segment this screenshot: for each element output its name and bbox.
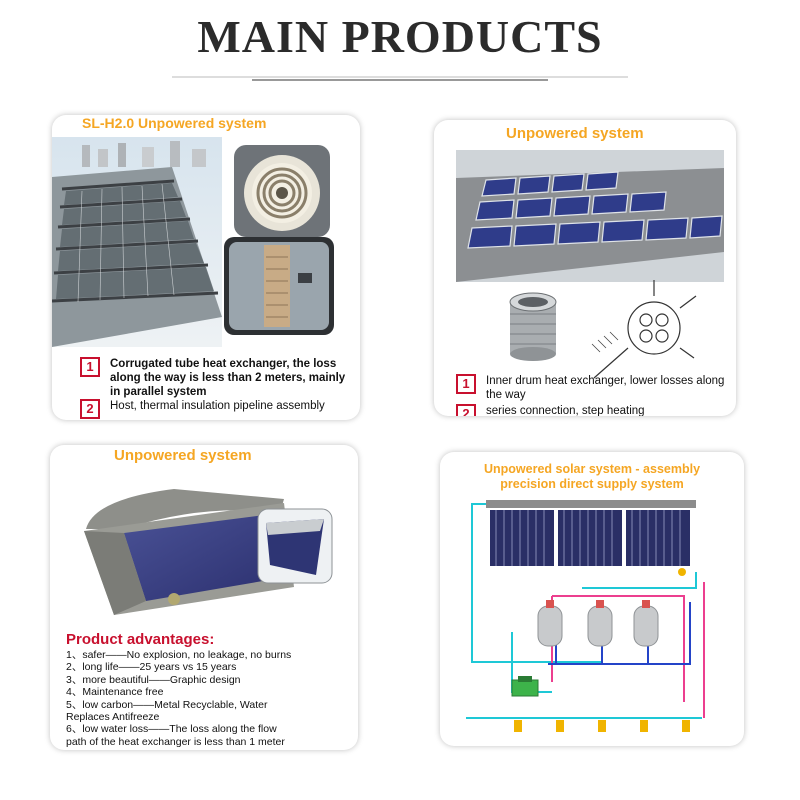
advantage-item: 3、more beautiful——Graphic design	[66, 673, 241, 686]
feature-text: Host, thermal insulation pipeline assemb…	[110, 400, 325, 412]
feature-number: 2	[456, 404, 476, 416]
product-card-unpowered-1[interactable]: Unpowered system	[434, 120, 736, 416]
heat-exchanger-coil-photo	[234, 145, 330, 237]
card-title: SL-H2.0 Unpowered system	[82, 115, 267, 131]
card-title-line-2: precision direct supply system	[500, 477, 684, 491]
advantage-item: 1、safer——No explosion, no leakage, no bu…	[66, 649, 292, 661]
advantage-item: Replaces Antifreeze	[66, 711, 160, 724]
advantages-list: 1、safer——No explosion, no leakage, no bu…	[66, 649, 356, 748]
feature-number: 1	[80, 357, 100, 377]
card-title: Unpowered system	[114, 447, 252, 464]
advantage-item: 5、low carbon——Metal Recyclable, Water	[66, 698, 268, 711]
advantages-heading: Product advantages:	[66, 631, 215, 648]
feature-item-2: 2 series connection, step heating	[456, 404, 726, 416]
feature-item-1: 1 Inner drum heat exchanger, lower losse…	[456, 374, 726, 402]
page-title: MAIN PRODUCTS	[197, 11, 603, 62]
advantage-item: path of the heat exchanger is less than …	[66, 735, 285, 748]
card-title-line-1: Unpowered solar system - assembly	[483, 462, 701, 476]
system-piping-diagram	[466, 500, 705, 732]
product-card-unpowered-2[interactable]: Unpowered system Product advantages: 1、s…	[50, 445, 358, 750]
rooftop-collectors-photo	[52, 137, 222, 347]
storage-tank-photo	[224, 237, 334, 335]
feature-number: 2	[80, 399, 100, 419]
feature-text: series connection, step heating	[486, 405, 645, 416]
flat-plate-collector-photo	[84, 489, 333, 615]
title-divider	[172, 76, 628, 81]
product-card-direct-supply[interactable]: Unpowered solar system - assembly precis…	[440, 452, 744, 746]
advantage-item: 2、long life——25 years vs 15 years	[66, 661, 237, 674]
feature-text: Inner drum heat exchanger, lower losses …	[486, 375, 725, 401]
advantage-item: 6、low water loss——The loss along the flo…	[66, 723, 277, 736]
card-title: Unpowered system	[506, 125, 644, 142]
heat-exchanger-diagram	[591, 280, 697, 379]
product-card-sl-h2[interactable]: SL-H2.0 Unpowered system	[52, 115, 360, 420]
feature-item-2: 2 Host, thermal insulation pipeline asse…	[80, 399, 350, 419]
corrugated-drum-photo	[509, 292, 557, 361]
feature-item-1: 1 Corrugated tube heat exchanger, the lo…	[80, 357, 350, 399]
feature-text: Corrugated tube heat exchanger, the loss…	[110, 358, 346, 398]
flat-plate-array-photo	[456, 150, 724, 282]
advantage-item: 4、Maintenance free	[66, 686, 164, 699]
feature-number: 1	[456, 374, 476, 394]
